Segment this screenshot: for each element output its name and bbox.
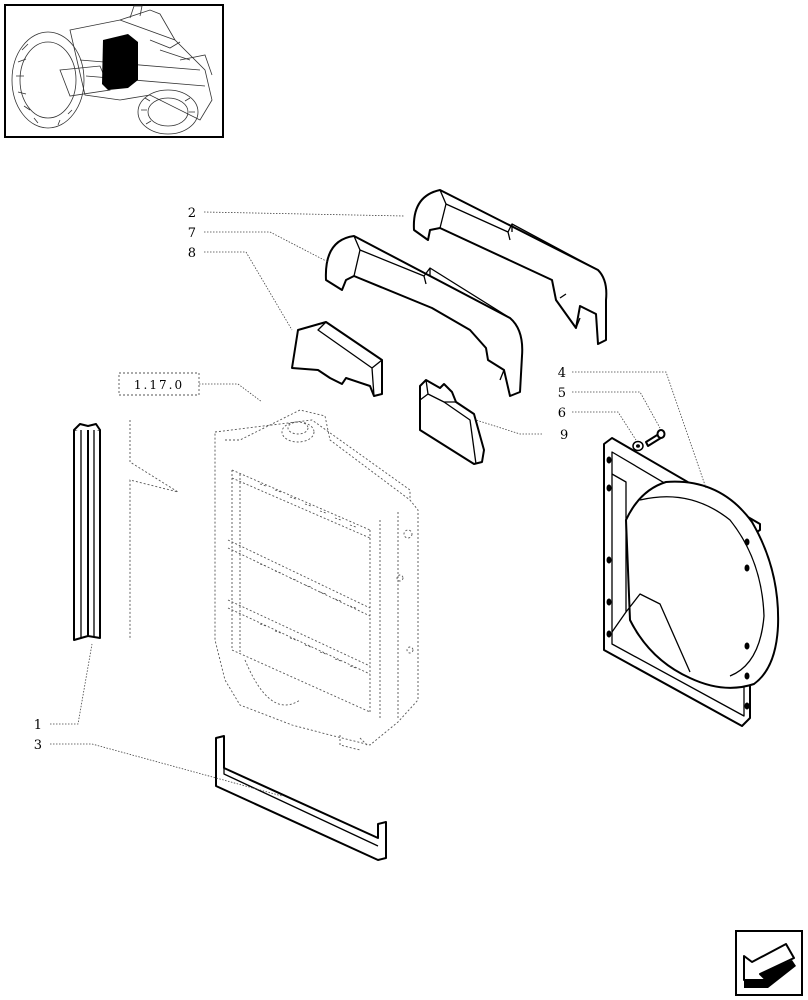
radiator-ghost (214, 409, 419, 751)
callout-6: 6 (558, 406, 566, 421)
leader-lines (50, 211, 707, 797)
part-8-filler-block[interactable] (291, 321, 383, 397)
callout-5: 5 (558, 386, 566, 401)
part-5-bolt[interactable] (645, 429, 666, 447)
reference-label-box[interactable]: 1.17.0 (118, 372, 200, 396)
tractor-location-thumbnail[interactable] (4, 4, 224, 138)
callout-3: 3 (34, 738, 42, 753)
part-2-upper-arch-seal[interactable] (412, 189, 608, 345)
next-page-arrow-icon[interactable] (735, 930, 803, 996)
callout-7: 7 (188, 226, 196, 241)
callout-labels: 2 7 8 1 3 4 5 6 9 (34, 206, 569, 753)
part-6-washer[interactable] (632, 440, 644, 452)
reference-label-text: 1.17.0 (134, 378, 184, 392)
part-4-fan-shroud[interactable] (603, 437, 780, 727)
callout-1: 1 (34, 718, 42, 733)
callout-9: 9 (560, 428, 568, 443)
part-9-wedge[interactable] (419, 379, 485, 465)
part-3-bottom-seal[interactable] (215, 735, 387, 861)
callout-4: 4 (558, 366, 566, 381)
callout-2: 2 (188, 206, 196, 221)
part-7-front-arch-seal[interactable] (324, 235, 524, 397)
reference-leader (199, 383, 263, 403)
callout-8: 8 (188, 246, 196, 261)
part-1-vertical-seal[interactable] (73, 423, 101, 641)
reference-pointer-ghost (129, 420, 179, 640)
